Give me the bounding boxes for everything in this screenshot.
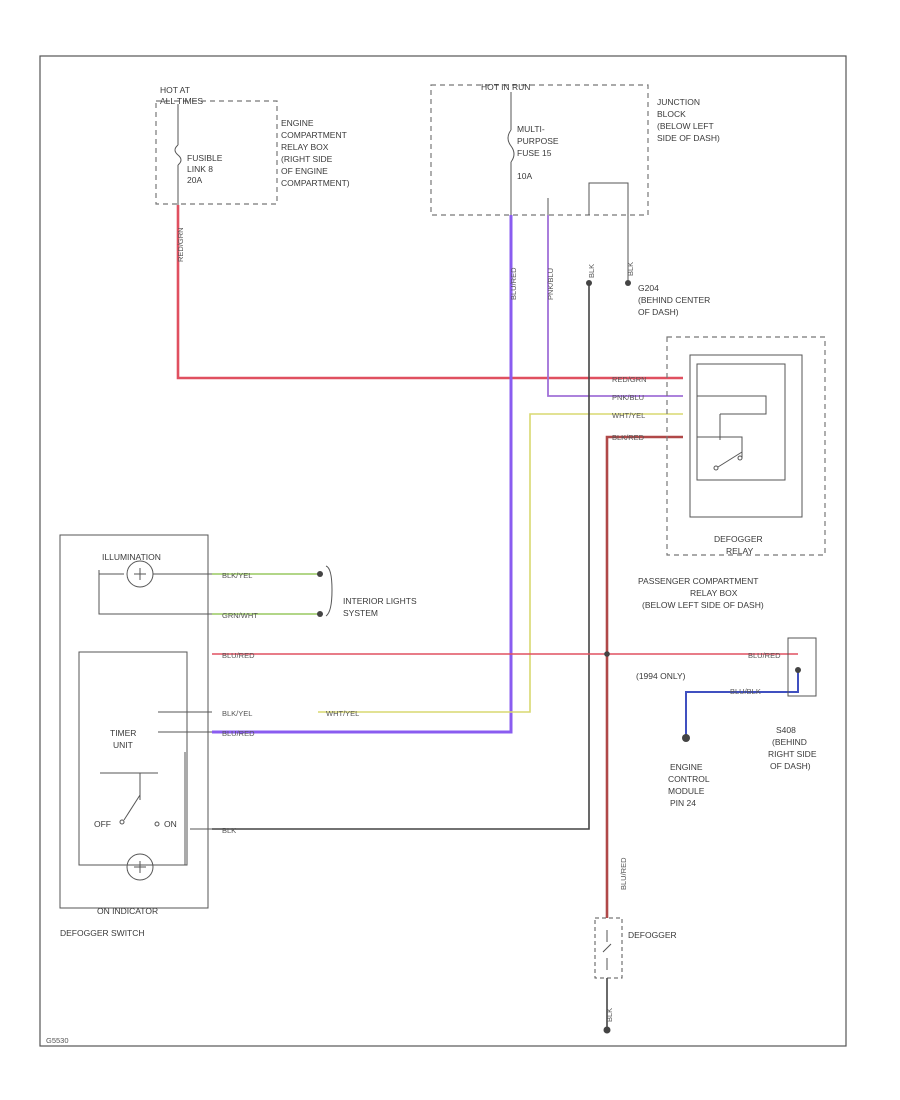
timer-unit-2: UNIT <box>113 740 133 750</box>
engine-relay-4: (RIGHT SIDE <box>281 154 333 164</box>
multi-fuse-2: PURPOSE <box>517 136 559 146</box>
ecm-3: MODULE <box>668 786 705 796</box>
ecm-1: ENGINE <box>670 762 703 772</box>
engine-relay-3: RELAY BOX <box>281 142 329 152</box>
defogger-element: BLU/RED DEFOGGER BLK <box>594 857 677 1034</box>
wire-black <box>212 285 590 830</box>
hot-at-all-times-2: ALL TIMES <box>160 96 203 106</box>
s408-2: (BEHIND <box>772 737 807 747</box>
junction-dot <box>604 651 610 657</box>
fusible-link-1: FUSIBLE <box>187 153 223 163</box>
defogger-switch-label: DEFOGGER SWITCH <box>60 928 145 938</box>
diagram-frame <box>39 55 847 1047</box>
wire-label-blu-red-switch-2: BLU/RED <box>222 729 255 738</box>
interior-lights-2: SYSTEM <box>343 608 378 618</box>
wire-label-blu-red-switch: BLU/RED <box>222 651 255 660</box>
passenger-relay-1: PASSENGER COMPARTMENT <box>638 576 758 586</box>
switch-on: ON <box>164 819 177 829</box>
g204-1: G204 <box>638 283 659 293</box>
s408-3: RIGHT SIDE <box>768 749 817 759</box>
engine-relay-box: HOT AT ALL TIMES FUSIBLE LINK 8 20A ENGI… <box>155 85 350 262</box>
defogger-switch: ILLUMINATION BLK/YEL GRN/WHT INTERIOR LI… <box>59 534 417 938</box>
wire-label-red-grn-v: RED/GRN <box>176 227 185 262</box>
engine-relay-2: COMPARTMENT <box>281 130 347 140</box>
wire-purple-main <box>212 215 513 734</box>
multi-fuse-3: FUSE 15 <box>517 148 552 158</box>
interior-lights-1: INTERIOR LIGHTS <box>343 596 417 606</box>
fusible-link-3: 20A <box>187 175 202 185</box>
engine-relay-5: OF ENGINE <box>281 166 328 176</box>
s408-4: OF DASH) <box>770 761 811 771</box>
illumination: ILLUMINATION <box>102 552 161 562</box>
wire-label-grn-wht: GRN/WHT <box>222 611 258 620</box>
wire-label-blu-red-s408: BLU/RED <box>748 651 781 660</box>
wire-label-blk-yel-switch: BLK/YEL <box>222 709 252 718</box>
junction-block-3: (BELOW LEFT <box>657 121 714 131</box>
multi-fuse-1: MULTI- <box>517 124 545 134</box>
wire-label-red-grn: RED/GRN <box>612 375 647 384</box>
reference-id: G5530 <box>46 1036 69 1045</box>
wire-red-main <box>176 205 683 380</box>
timer-unit-1: TIMER <box>110 728 136 738</box>
s408-ecm: BLU/RED (1994 ONLY) BLU/BLK S408 (BEHIND… <box>636 637 817 808</box>
passenger-relay-2: RELAY BOX <box>690 588 738 598</box>
only-1994: (1994 ONLY) <box>636 671 686 681</box>
wire-label-blk-defogger: BLK <box>605 1008 614 1022</box>
defogger-label: DEFOGGER <box>628 930 677 940</box>
wire-label-blu-blk: BLU/BLK <box>730 687 761 696</box>
wire-purple-relay <box>547 215 683 397</box>
hot-in-run: HOT IN RUN <box>481 82 530 92</box>
hot-at-all-times-1: HOT AT <box>160 85 190 95</box>
defogger-relay-1: DEFOGGER <box>714 534 763 544</box>
junction-block: HOT IN RUN MULTI- PURPOSE FUSE 15 10A JU… <box>430 82 720 317</box>
wire-label-blu-red-defogger: BLU/RED <box>619 857 628 890</box>
wire-label-blk-v2: BLK <box>626 262 635 276</box>
ecm-2: CONTROL <box>668 774 710 784</box>
engine-relay-6: COMPARTMENT) <box>281 178 350 188</box>
g204-3: OF DASH) <box>638 307 679 317</box>
wire-label-pnk-blu-v: PNK/BLU <box>546 268 555 300</box>
fusible-link-2: LINK 8 <box>187 164 213 174</box>
on-indicator: ON INDICATOR <box>97 906 158 916</box>
defogger-relay: RED/GRN PNK/BLU WHT/YEL BLK/RED DEFOGGER… <box>612 336 826 610</box>
defogger-relay-2: RELAY <box>726 546 754 556</box>
wire-blue-ecm <box>685 670 799 736</box>
wire-label-blk-yel: BLK/YEL <box>222 571 252 580</box>
wire-darkred-defogger <box>605 435 683 918</box>
s408-1: S408 <box>776 725 796 735</box>
wires <box>176 205 799 918</box>
switch-off: OFF <box>94 819 111 829</box>
wire-label-blk-switch: BLK <box>222 826 236 835</box>
wire-label-pnk-blu: PNK/BLU <box>612 393 644 402</box>
junction-block-1: JUNCTION <box>657 97 700 107</box>
wire-label-wht-yel: WHT/YEL <box>612 411 645 420</box>
wire-label-blu-red-v: BLU/RED <box>509 267 518 300</box>
wire-label-blk-red: BLK/RED <box>612 433 645 442</box>
junction-block-4: SIDE OF DASH) <box>657 133 720 143</box>
g204-2: (BEHIND CENTER <box>638 295 710 305</box>
wire-yellow <box>318 413 683 713</box>
engine-relay-1: ENGINE <box>281 118 314 128</box>
ecm-4: PIN 24 <box>670 798 696 808</box>
passenger-relay-3: (BELOW LEFT SIDE OF DASH) <box>642 600 764 610</box>
junction-block-2: BLOCK <box>657 109 686 119</box>
multi-fuse-4: 10A <box>517 171 532 181</box>
wire-label-blk-v1: BLK <box>587 264 596 278</box>
wire-label-wht-yel-switch: WHT/YEL <box>326 709 359 718</box>
